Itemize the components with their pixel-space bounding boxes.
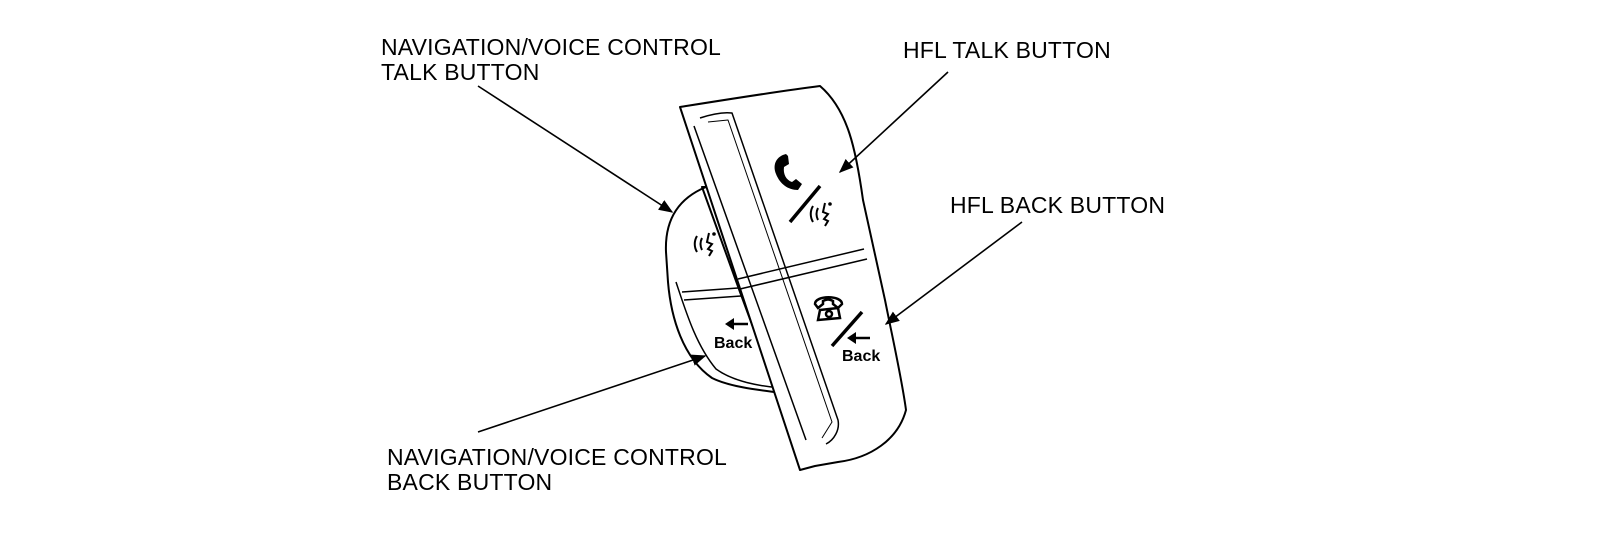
nav-voice-talk-button[interactable] bbox=[693, 232, 716, 257]
nav-voice-talk-label: NAVIGATION/VOICE CONTROL TALK BUTTON bbox=[381, 35, 721, 85]
voice-talk-icon bbox=[693, 232, 716, 257]
hfl-back-button[interactable]: Back bbox=[813, 296, 880, 365]
slash-divider bbox=[830, 310, 864, 348]
hfl-back-label: Back bbox=[842, 348, 880, 365]
leader-lines bbox=[477, 71, 1023, 433]
label-line: HFL BACK BUTTON bbox=[950, 192, 1166, 218]
leader-hfl-talk bbox=[838, 71, 949, 173]
leader-nav-talk bbox=[477, 85, 674, 213]
phone-hangup-icon bbox=[813, 296, 844, 322]
leader-nav-back bbox=[477, 354, 707, 433]
label-line: TALK BUTTON bbox=[381, 59, 540, 85]
hfl-switch bbox=[679, 85, 907, 471]
left-arrow-icon bbox=[725, 318, 748, 330]
hfl-talk-label: HFL TALK BUTTON bbox=[903, 38, 1111, 63]
hfl-talk-button[interactable] bbox=[774, 154, 832, 227]
left-arrow-icon bbox=[847, 332, 870, 344]
nav-back-label: Back bbox=[714, 335, 752, 352]
slash-divider bbox=[788, 184, 822, 224]
phone-pickup-icon bbox=[774, 154, 802, 190]
label-line: BACK BUTTON bbox=[387, 469, 553, 495]
leader-hfl-back bbox=[884, 221, 1023, 325]
hfl-back-label-callout: HFL BACK BUTTON bbox=[950, 193, 1165, 218]
voice-talk-icon bbox=[809, 202, 832, 227]
nav-voice-switch bbox=[664, 186, 791, 396]
label-line: NAVIGATION/VOICE CONTROL bbox=[387, 444, 728, 470]
label-line: HFL TALK BUTTON bbox=[903, 37, 1111, 63]
label-line: NAVIGATION/VOICE CONTROL bbox=[381, 34, 722, 60]
nav-voice-back-button[interactable]: Back bbox=[714, 318, 752, 352]
nav-voice-back-label: NAVIGATION/VOICE CONTROL BACK BUTTON bbox=[387, 445, 727, 495]
